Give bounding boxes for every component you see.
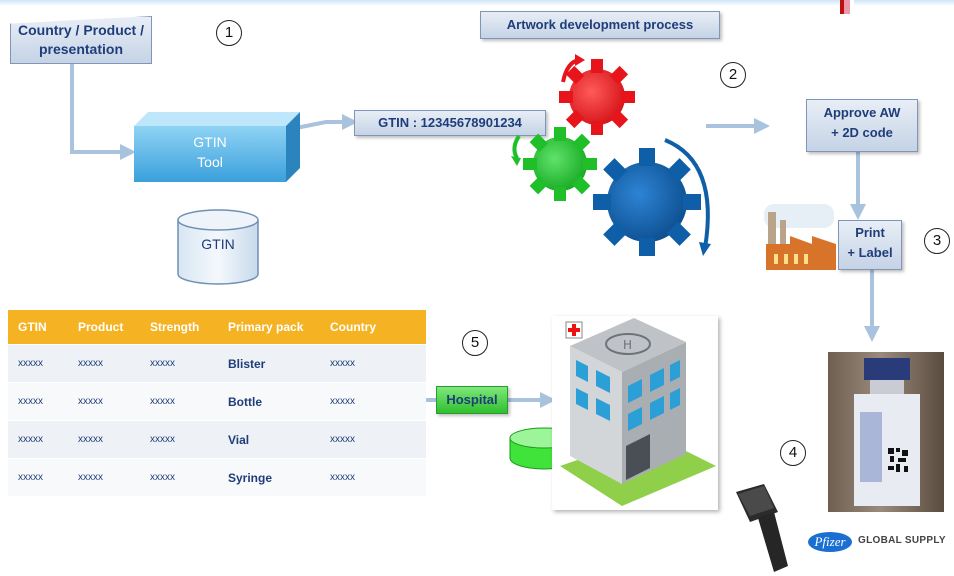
gtin-data-table: GTIN Product Strength Primary pack Count… — [8, 310, 426, 496]
approve-aw-box: Approve AW + 2D code — [806, 99, 918, 152]
red-gear-icon — [559, 59, 635, 135]
cell-product: xxxxx — [68, 458, 140, 496]
step-5-badge: 5 — [462, 330, 488, 356]
cell-country: xxxxx — [320, 458, 426, 496]
hospital-building-shape: H — [560, 318, 716, 506]
table-header-row: GTIN Product Strength Primary pack Count… — [8, 310, 426, 345]
step-3-badge: 3 — [924, 228, 950, 254]
global-supply-text: GLOBAL SUPPLY — [858, 535, 946, 546]
cell-product: xxxxx — [68, 382, 140, 421]
gtin-tool-shape — [134, 112, 300, 182]
cell-strength: xxxxx — [140, 344, 218, 383]
gtin-tool-label-2: Tool — [197, 154, 223, 170]
hospital-label: Hospital — [436, 386, 508, 414]
svg-text:H: H — [623, 338, 632, 352]
col-strength: Strength — [140, 310, 218, 345]
cell-primary-pack: Syringe — [218, 458, 320, 496]
arrow-country-to-tool — [70, 62, 136, 160]
country-product-label: Country / Product / presentation — [18, 22, 144, 57]
blue-gear-icon — [593, 148, 701, 256]
vial-shape — [854, 358, 920, 506]
cell-strength: xxxxx — [140, 382, 218, 421]
step-4-badge: 4 — [780, 440, 806, 466]
gtin-code-box: GTIN : 12345678901234 — [354, 110, 546, 136]
cell-strength: xxxxx — [140, 420, 218, 459]
gtin-tool-box: GTIN Tool — [134, 112, 300, 182]
cell-primary-pack: Vial — [218, 420, 320, 459]
hospital-icon: H — [552, 316, 718, 510]
step-1-badge: 1 — [216, 20, 242, 46]
vial-photo — [828, 352, 944, 512]
table-row: xxxxx xxxxx xxxxx Vial xxxxx — [8, 420, 426, 459]
database-icon — [177, 209, 259, 285]
gtin-tool-label-1: GTIN — [193, 134, 227, 150]
col-product: Product — [68, 310, 140, 345]
artwork-process-title: Artwork development process — [480, 11, 720, 39]
col-primary-pack: Primary pack — [218, 310, 320, 345]
print-label-1: Print — [855, 225, 885, 240]
cell-product: xxxxx — [68, 344, 140, 383]
print-label-box: Print + Label — [838, 220, 902, 270]
pfizer-brand-mark: Pfizer — [808, 532, 852, 552]
table-row: xxxxx xxxxx xxxxx Syringe xxxxx — [8, 458, 426, 496]
cell-gtin: xxxxx — [8, 344, 68, 383]
approve-aw-label-1: Approve AW — [823, 105, 901, 120]
corner-decoration — [840, 0, 854, 14]
country-product-box: Country / Product / presentation — [10, 16, 152, 64]
cell-country: xxxxx — [320, 382, 426, 421]
gtin-table: GTIN Product Strength Primary pack Count… — [8, 310, 426, 496]
table-row: xxxxx xxxxx xxxxx Bottle xxxxx — [8, 382, 426, 421]
database-label: GTIN — [201, 236, 235, 252]
step-2-badge: 2 — [720, 62, 746, 88]
green-rotate-arrow — [512, 134, 521, 160]
cell-product: xxxxx — [68, 420, 140, 459]
print-label-2: + Label — [847, 245, 893, 260]
cell-primary-pack: Bottle — [218, 382, 320, 421]
cell-gtin: xxxxx — [8, 458, 68, 496]
table-row: xxxxx xxxxx xxxxx Blister xxxxx — [8, 344, 426, 383]
cell-strength: xxxxx — [140, 458, 218, 496]
gears-icon — [511, 54, 711, 256]
green-gear-icon — [523, 127, 597, 201]
cell-gtin: xxxxx — [8, 420, 68, 459]
pfizer-logo: Pfizer GLOBAL SUPPLY — [808, 530, 948, 554]
col-country: Country — [320, 310, 426, 345]
factory-icon — [764, 204, 836, 270]
cell-primary-pack: Blister — [218, 344, 320, 383]
cell-gtin: xxxxx — [8, 382, 68, 421]
blue-rotate-arrow — [664, 138, 710, 249]
cell-country: xxxxx — [320, 344, 426, 383]
top-band — [0, 0, 954, 6]
cell-country: xxxxx — [320, 420, 426, 459]
arrow-tool-to-gtin — [295, 114, 358, 130]
approve-aw-label-2: + 2D code — [831, 125, 893, 140]
barcode-scanner-icon — [736, 484, 788, 572]
col-gtin: GTIN — [8, 310, 68, 345]
